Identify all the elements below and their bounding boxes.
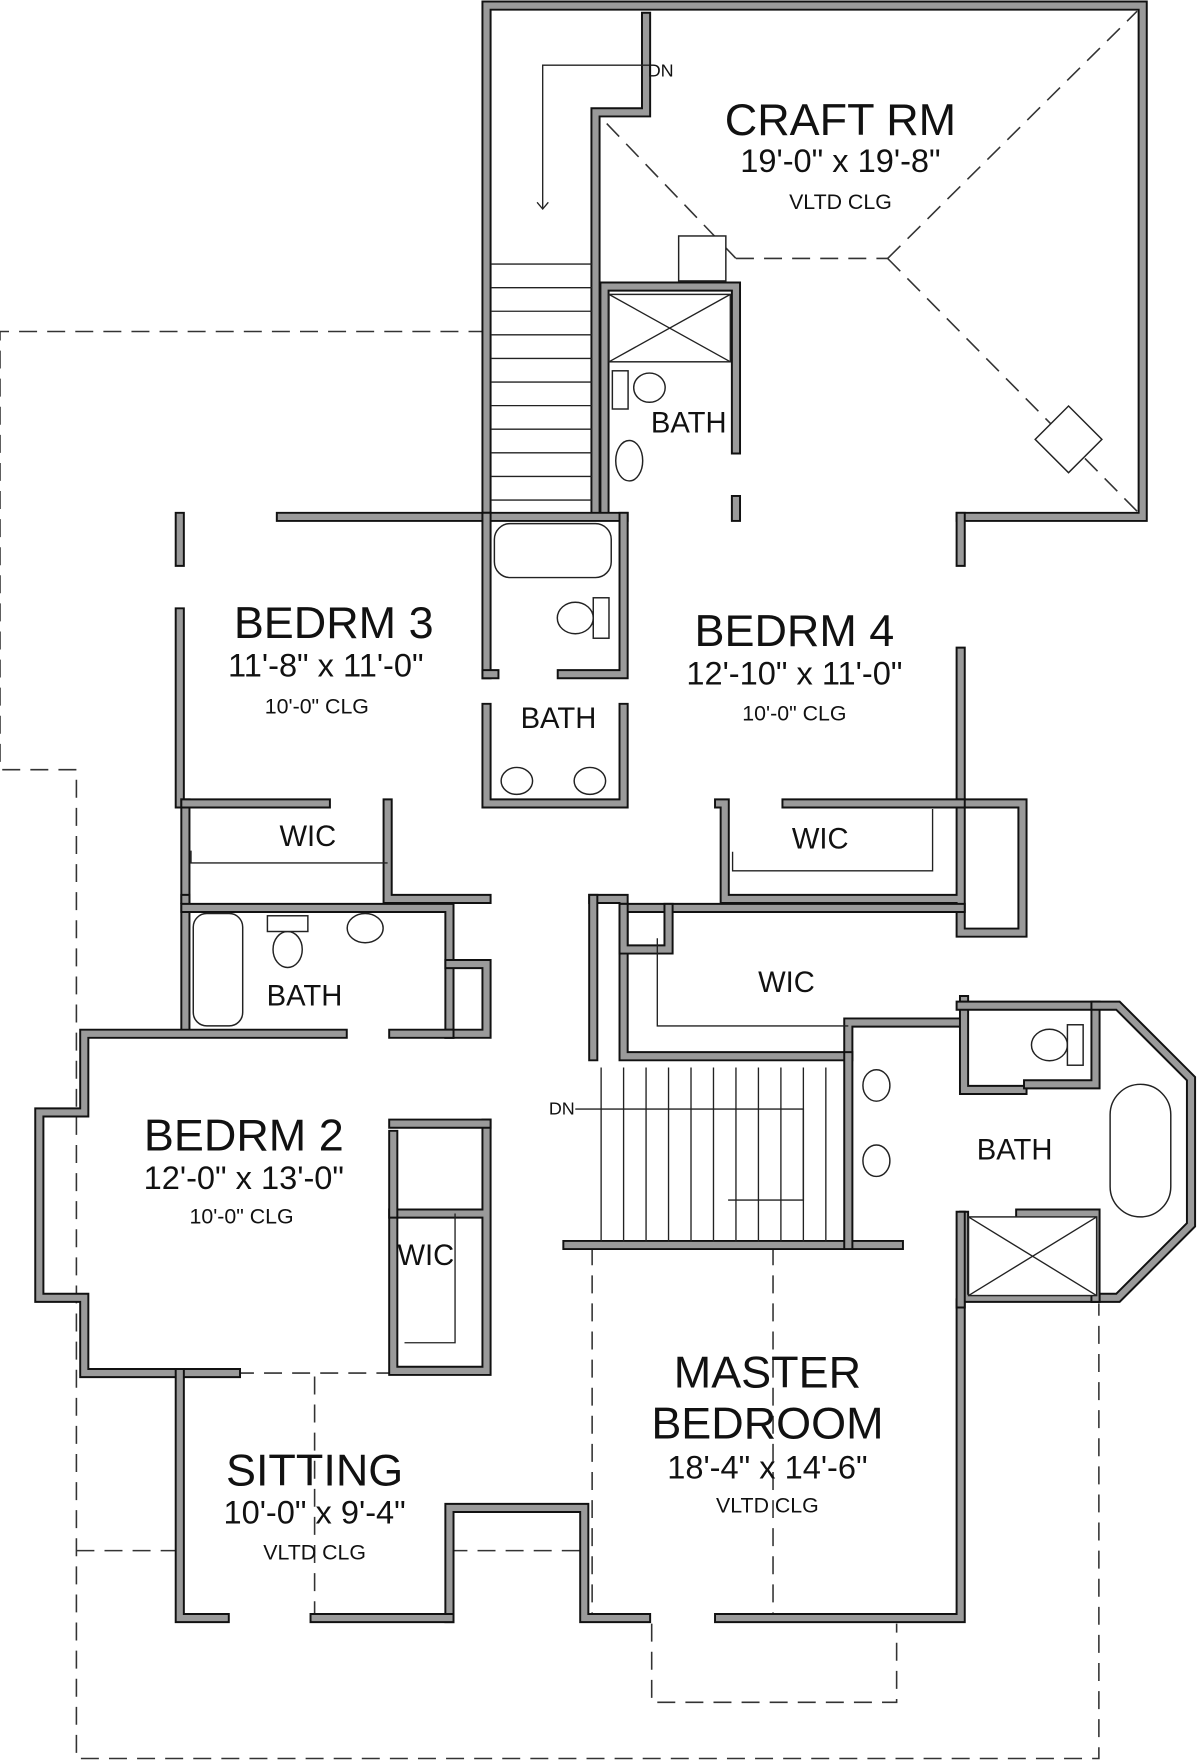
bath-label: BATH bbox=[651, 408, 727, 440]
wall bbox=[957, 1002, 1099, 1088]
wic-label: WIC bbox=[397, 1240, 454, 1272]
wall bbox=[716, 1300, 964, 1622]
wall bbox=[620, 904, 672, 953]
wall bbox=[716, 800, 1026, 936]
bathtub bbox=[192, 912, 244, 1027]
wall bbox=[714, 798, 1028, 938]
room-ceiling: VLTD CLG bbox=[789, 190, 892, 214]
room-size: 11'-8" x 11'-0" bbox=[228, 647, 424, 683]
wall bbox=[446, 1504, 650, 1622]
room-ceiling: 10'-0" CLG bbox=[190, 1205, 294, 1229]
sink bbox=[862, 1144, 891, 1178]
lower-stair bbox=[600, 1067, 827, 1242]
wall bbox=[36, 1030, 346, 1377]
bath-label: BATH bbox=[977, 1135, 1053, 1167]
sitting-room: SITTING 10'-0" x 9'-4" VLTD CLG bbox=[223, 1444, 405, 1564]
room-name-line2: BEDROOM bbox=[651, 1397, 883, 1448]
wall bbox=[182, 904, 453, 1037]
bedroom-4: BEDRM 4 12'-10" x 11'-0" 10'-0" CLG WIC bbox=[686, 605, 902, 855]
master-bedroom: MASTER BEDROOM 18'-4" x 14'-6" VLTD CLG bbox=[651, 1347, 883, 1518]
room-name: BEDRM 4 bbox=[695, 605, 895, 656]
wall bbox=[446, 960, 490, 1037]
wall bbox=[382, 798, 492, 904]
room-size: 12'-0" x 13'-0" bbox=[144, 1160, 344, 1196]
room-name: BEDRM 2 bbox=[144, 1110, 344, 1161]
bath-label: BATH bbox=[267, 981, 343, 1013]
bedroom-2: BEDRM 2 12'-0" x 13'-0" 10'-0" CLG WIC bbox=[144, 1110, 455, 1273]
wall bbox=[618, 902, 674, 955]
wall bbox=[444, 959, 492, 1039]
wall bbox=[174, 1368, 230, 1624]
sink bbox=[573, 766, 607, 796]
wall bbox=[960, 996, 1026, 1094]
freestanding-tub bbox=[1109, 1083, 1172, 1218]
wic-label: WIC bbox=[758, 967, 815, 999]
stair-down-label: DN bbox=[648, 60, 674, 80]
upper-stair bbox=[491, 263, 593, 501]
bath-label: BATH bbox=[521, 703, 597, 735]
wall bbox=[558, 513, 627, 678]
wall bbox=[483, 704, 627, 807]
dashed-outlines bbox=[0, 10, 1138, 1760]
room-ceiling: 10'-0" CLG bbox=[265, 695, 369, 719]
walls bbox=[34, 0, 1197, 1624]
bathtub bbox=[493, 522, 612, 579]
bedroom-3: BEDRM 3 11'-8" x 11'-0" 10'-0" CLG WIC bbox=[228, 597, 434, 853]
wall bbox=[176, 1370, 228, 1622]
sink bbox=[615, 439, 644, 482]
wic-label: WIC bbox=[792, 823, 849, 855]
sink bbox=[346, 912, 384, 944]
wall bbox=[444, 1502, 652, 1624]
sink bbox=[500, 766, 534, 796]
room-name: CRAFT RM bbox=[725, 94, 956, 145]
wall bbox=[590, 895, 964, 1060]
craft-room: CRAFT RM 19'-0" x 19'-8" VLTD CLG DN BAT… bbox=[648, 60, 956, 439]
stair-arrow-icon bbox=[536, 201, 549, 211]
corner-sink bbox=[1034, 404, 1103, 474]
room-name: MASTER bbox=[674, 1347, 861, 1398]
toilet bbox=[272, 930, 303, 969]
fixtures bbox=[190, 235, 1172, 1344]
toilet bbox=[1030, 1028, 1069, 1062]
wall bbox=[390, 1120, 490, 1374]
stair-down-label: DN bbox=[549, 1099, 575, 1119]
room-size: 18'-4" x 14'-6" bbox=[667, 1450, 867, 1486]
wall bbox=[1092, 1002, 1195, 1301]
toilet bbox=[592, 597, 610, 639]
wall bbox=[384, 800, 490, 903]
toilet bbox=[556, 601, 594, 635]
wall bbox=[601, 283, 740, 518]
sink bbox=[862, 1068, 891, 1102]
utility-sink bbox=[677, 235, 727, 282]
room-name: SITTING bbox=[226, 1444, 403, 1495]
room-size: 10'-0" x 9'-4" bbox=[223, 1495, 405, 1531]
stair-arrow-icon bbox=[575, 1108, 805, 1201]
stair-arrow-icon bbox=[542, 64, 650, 208]
room-ceiling: 10'-0" CLG bbox=[742, 701, 846, 725]
room-ceiling: VLTD CLG bbox=[263, 1541, 366, 1565]
room-size: 12'-10" x 11'-0" bbox=[686, 655, 902, 691]
room-name: BEDRM 3 bbox=[234, 597, 434, 648]
room-size: 19'-0" x 19'-8" bbox=[740, 143, 940, 179]
wall bbox=[483, 2, 1146, 520]
wic-label: WIC bbox=[279, 821, 336, 853]
room-ceiling: VLTD CLG bbox=[716, 1493, 819, 1517]
toilet bbox=[632, 372, 666, 403]
wall bbox=[958, 994, 1028, 1095]
